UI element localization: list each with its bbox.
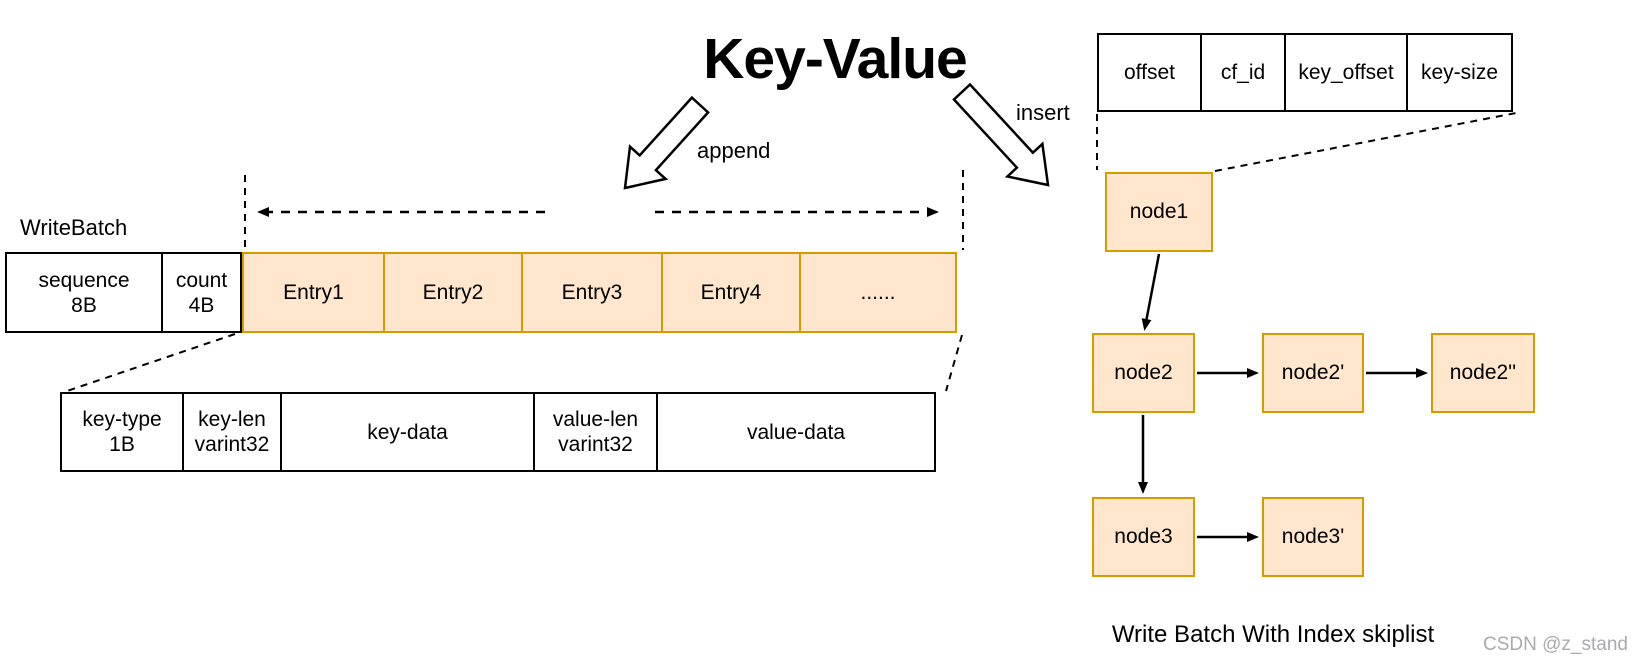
entry2-label: Entry2 (422, 281, 484, 304)
entry1-label: Entry1 (283, 281, 344, 304)
node2-box: node2 (1092, 333, 1195, 413)
cf-id-label: cf_id (1220, 61, 1266, 84)
offset-cell: offset (1097, 33, 1202, 112)
key-len-line2: varint32 (194, 433, 270, 456)
entry-more-cell: ...... (799, 252, 957, 333)
write-batch-header-row: sequence 8B count 4B (5, 252, 242, 333)
sequence-cell-line2: 8B (71, 293, 97, 317)
entry3-label: Entry3 (561, 281, 623, 304)
value-data-label: value-data (746, 420, 846, 444)
append-label: append (697, 138, 771, 163)
key-size-label: key-size (1420, 61, 1499, 84)
write-batch-label: WriteBatch (20, 215, 128, 240)
index-record-right-guide-line (1214, 112, 1517, 172)
value-len-line1: value-len (552, 408, 639, 431)
key-len-cell: key-len varint32 (182, 392, 282, 472)
insert-block-arrow (952, 82, 1050, 187)
key-type-line2: 1B (109, 433, 135, 456)
entry-detail-right-guide-line (945, 334, 963, 392)
entry4-cell: Entry4 (661, 252, 801, 333)
entry4-label: Entry4 (700, 281, 762, 304)
index-record-table: offset cf_id key_offset key-size (1097, 33, 1513, 112)
entry2-cell: Entry2 (383, 252, 523, 333)
cf-id-cell: cf_id (1200, 33, 1286, 112)
key-data-cell: key-data (280, 392, 535, 472)
key-type-line1: key-type (82, 408, 162, 431)
count-cell-line1: count (175, 268, 228, 292)
node2-prime-box: node2' (1262, 333, 1364, 413)
key-type-cell: key-type 1B (60, 392, 184, 472)
entry-more-label: ...... (860, 281, 896, 304)
entry1-cell: Entry1 (242, 252, 385, 333)
key-data-label: key-data (367, 420, 448, 444)
page-title: Key-Value (703, 27, 967, 91)
node2-double-prime-box: node2'' (1431, 333, 1535, 413)
arrow-node1-to-node2 (1141, 253, 1161, 331)
entry-detail-left-guide-line (66, 333, 236, 392)
offset-label: offset (1124, 61, 1175, 84)
skiplist-caption: Write Batch With Index skiplist (1111, 621, 1435, 648)
key-size-cell: key-size (1406, 33, 1513, 112)
entries-row: Entry1 Entry2 Entry3 Entry4 ...... (242, 252, 957, 333)
node1-box: node1 (1105, 172, 1213, 252)
key-len-line1: key-len (198, 408, 266, 431)
value-data-cell: value-data (656, 392, 936, 472)
entry-detail-table: key-type 1B key-len varint32 key-data va… (60, 392, 936, 472)
value-len-line2: varint32 (558, 433, 633, 456)
node3-box: node3 (1092, 497, 1195, 577)
key-offset-label: key_offset (1298, 61, 1394, 84)
count-cell-line2: 4B (188, 293, 215, 317)
count-cell: count 4B (161, 252, 242, 333)
watermark: CSDN @z_stand (1483, 634, 1628, 655)
append-block-arrow (623, 95, 710, 190)
value-len-cell: value-len varint32 (533, 392, 658, 472)
node3-prime-box: node3' (1262, 497, 1364, 577)
sequence-cell-line1: sequence (38, 268, 130, 292)
sequence-cell: sequence 8B (5, 252, 163, 333)
entry3-cell: Entry3 (521, 252, 663, 333)
insert-label: insert (1016, 100, 1070, 125)
key-offset-cell: key_offset (1284, 33, 1408, 112)
